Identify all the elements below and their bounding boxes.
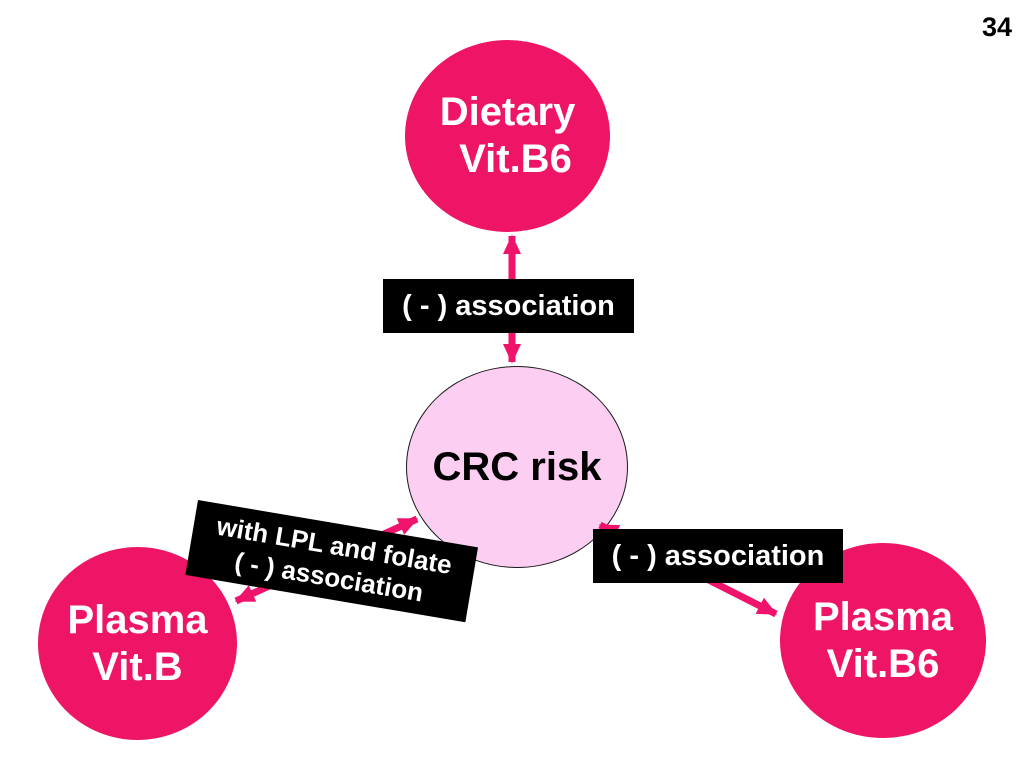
- association-label-text: ( - ) association: [402, 289, 615, 322]
- page-number: 34: [981, 12, 1012, 42]
- association-label-right: ( - ) association: [593, 529, 843, 583]
- node-label-line: Plasma: [812, 594, 954, 639]
- node-label-line: Vit.B6: [459, 137, 572, 181]
- association-label-text: ( - ) association: [611, 539, 825, 572]
- association-label-top: ( - ) association: [383, 279, 634, 333]
- node-crc-risk: CRC risk: [406, 366, 628, 568]
- node-label-line: CRC risk: [432, 444, 602, 489]
- node-label-line: Plasma: [67, 597, 208, 642]
- node-dietary-vitb6: Dietary Vit.B6: [405, 40, 610, 232]
- node-label-line: Vit.B6: [826, 641, 940, 686]
- node-plasma-vitb: Plasma Vit.B: [38, 547, 237, 740]
- node-label-line: Dietary: [439, 90, 576, 135]
- node-label-line: Vit.B: [92, 644, 183, 689]
